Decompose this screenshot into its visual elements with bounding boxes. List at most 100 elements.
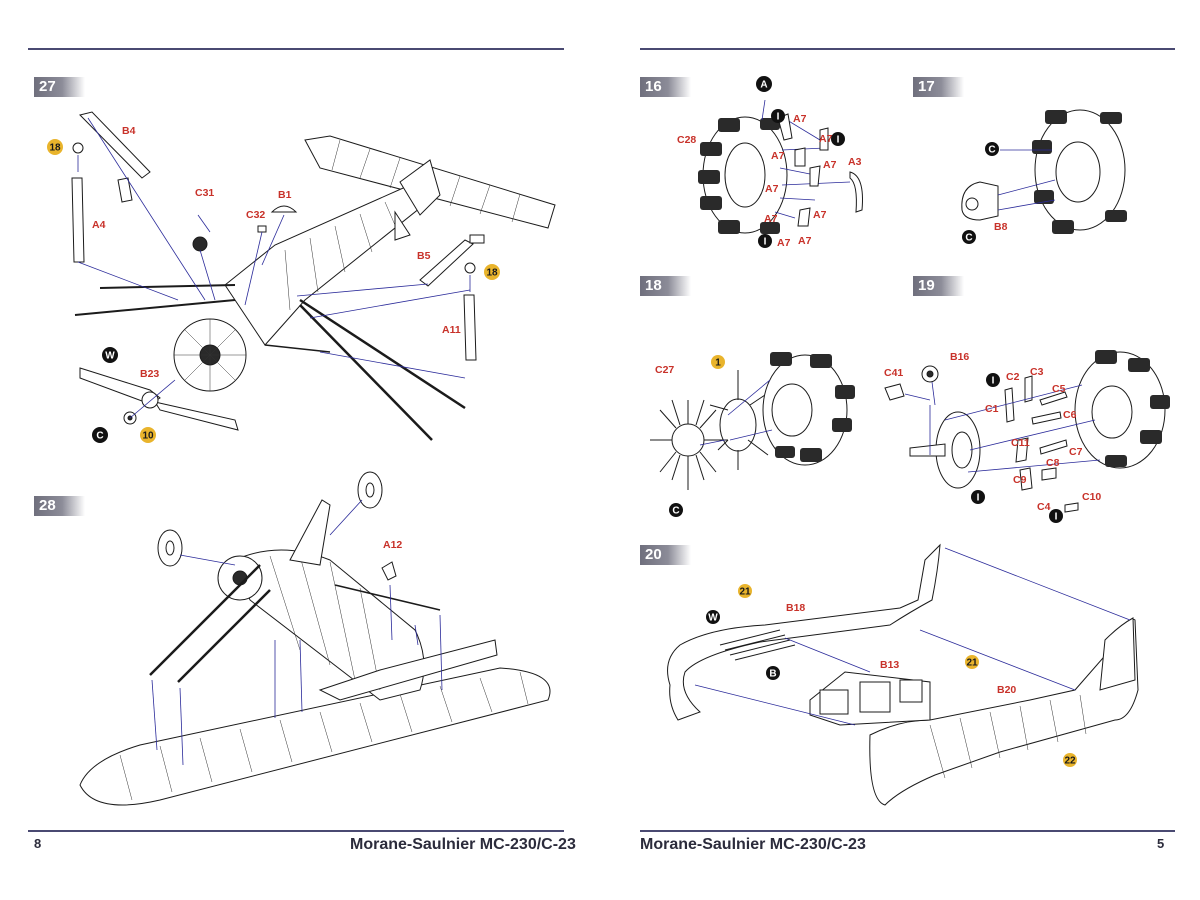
svg-text:A: A [760,80,767,91]
svg-text:21: 21 [966,658,978,669]
svg-text:I: I [992,376,995,387]
label-A3: A3 [848,156,862,168]
svg-text:C: C [988,145,995,156]
callout-18b: 18 [484,264,500,280]
svg-text:I: I [837,135,840,146]
step-19-badge: 19 [913,276,964,296]
label-B4: B4 [122,125,136,137]
bottom-rule [28,830,564,832]
step-27-badge: 27 [34,77,85,97]
label-A7-9: A7 [777,237,791,249]
label-C4: C4 [1037,501,1051,513]
label-C7: C7 [1069,446,1083,458]
label-B20: B20 [997,684,1016,696]
page-title: Morane-Saulnier MC-230/C-23 [640,836,866,853]
callout-22: 22 [1063,753,1077,767]
label-C1: C1 [985,403,999,415]
svg-text:22: 22 [1064,756,1076,767]
callout-C-17b: C [962,230,976,244]
callout-A: A [756,76,772,92]
step-17-diagram: B8 C C [961,109,1127,244]
label-A7-4: A7 [823,159,837,171]
label-A7-7: A7 [764,213,778,225]
right-page: 16 17 18 19 20 [600,0,1200,900]
left-page: 27 28 [28,48,576,853]
label-C10: C10 [1082,491,1101,503]
callout-C-18: C [669,503,683,517]
left-page-illustrations: B4 A4 C31 B1 C32 B5 A11 B23 18 18 W C 10 [47,111,556,806]
svg-text:C: C [672,506,679,517]
svg-text:1: 1 [715,358,721,369]
label-C3: C3 [1030,366,1044,378]
step-28-diagram: A12 [79,471,551,806]
step-19-diagram: B16 C41 C2 C3 C5 C1 C6 C11 C7 C8 C9 C4 C… [884,350,1170,523]
top-rule [28,48,564,50]
callout-I-2: I [831,132,845,146]
label-B18: B18 [786,602,805,614]
label-B1: B1 [278,189,292,201]
label-B13: B13 [880,659,899,671]
label-B5: B5 [417,250,431,262]
label-A7-5: A7 [765,183,779,195]
right-page-illustrations: A7 A7 C28 A7 A3 A7 A7 A7 A7 A7 A7 A I I … [650,76,1170,806]
callout-W: W [102,347,118,363]
callout-I-3: I [758,234,772,248]
page-number: 8 [34,836,42,851]
svg-text:W: W [105,351,115,362]
label-C32: C32 [246,209,265,221]
svg-text:I: I [764,237,767,248]
label-A7-3: A7 [771,150,785,162]
label-C28: C28 [677,134,696,146]
label-A12: A12 [383,539,402,551]
step-18-diagram: C27 1 C [650,352,855,517]
callout-W-20: W [706,610,720,624]
label-B16: B16 [950,351,969,363]
callout-I-19c: I [1049,509,1063,523]
label-A4: A4 [92,219,106,231]
label-C5: C5 [1052,383,1066,395]
svg-text:C: C [96,431,103,442]
step-28-badge: 28 [34,496,85,516]
step-18-badge: 18 [640,276,691,296]
callout-C: C [92,427,108,443]
step-27-diagram: B4 A4 C31 B1 C32 B5 A11 B23 18 18 W C 10 [47,111,556,443]
svg-text:21: 21 [739,587,751,598]
label-B23: B23 [140,368,159,380]
svg-text:I: I [1055,512,1058,523]
label-C31: C31 [195,187,214,199]
label-C11: C11 [1011,437,1030,449]
label-C8: C8 [1046,457,1060,469]
callout-C-17a: C [985,142,999,156]
label-A7-6: A7 [813,209,827,221]
label-A7-8: A7 [798,235,812,247]
label-A7-1: A7 [793,113,807,125]
svg-text:18: 18 [49,143,61,154]
label-C6: C6 [1063,409,1077,421]
callout-10: 10 [140,427,156,443]
svg-text:I: I [977,493,980,504]
bottom-rule [640,830,1175,832]
svg-text:C: C [965,233,972,244]
step-16-badge: 16 [640,77,691,97]
callout-I-1: I [771,109,785,123]
top-rule [640,48,1175,50]
svg-text:10: 10 [142,431,154,442]
label-C9: C9 [1013,474,1027,486]
callout-B-20: B [766,666,780,680]
callout-I-19a: I [986,373,1000,387]
step-17-badge: 17 [913,77,964,97]
step-16-diagram: A7 A7 C28 A7 A3 A7 A7 A7 A7 A7 A7 A I I … [677,76,863,249]
callout-I-19b: I [971,490,985,504]
page-number: 5 [1157,836,1165,851]
svg-text:W: W [708,613,718,624]
page-title: Morane-Saulnier MC-230/C-23 [350,836,576,853]
label-C27: C27 [655,364,674,376]
svg-text:B: B [769,669,776,680]
step-20-badge: 20 [640,545,691,565]
callout-18a: 18 [47,139,63,155]
label-A11: A11 [442,324,461,336]
svg-text:18: 18 [486,268,498,279]
label-C41: C41 [884,367,903,379]
label-A7-2: A7 [819,133,833,145]
callout-21a: 21 [738,584,752,598]
